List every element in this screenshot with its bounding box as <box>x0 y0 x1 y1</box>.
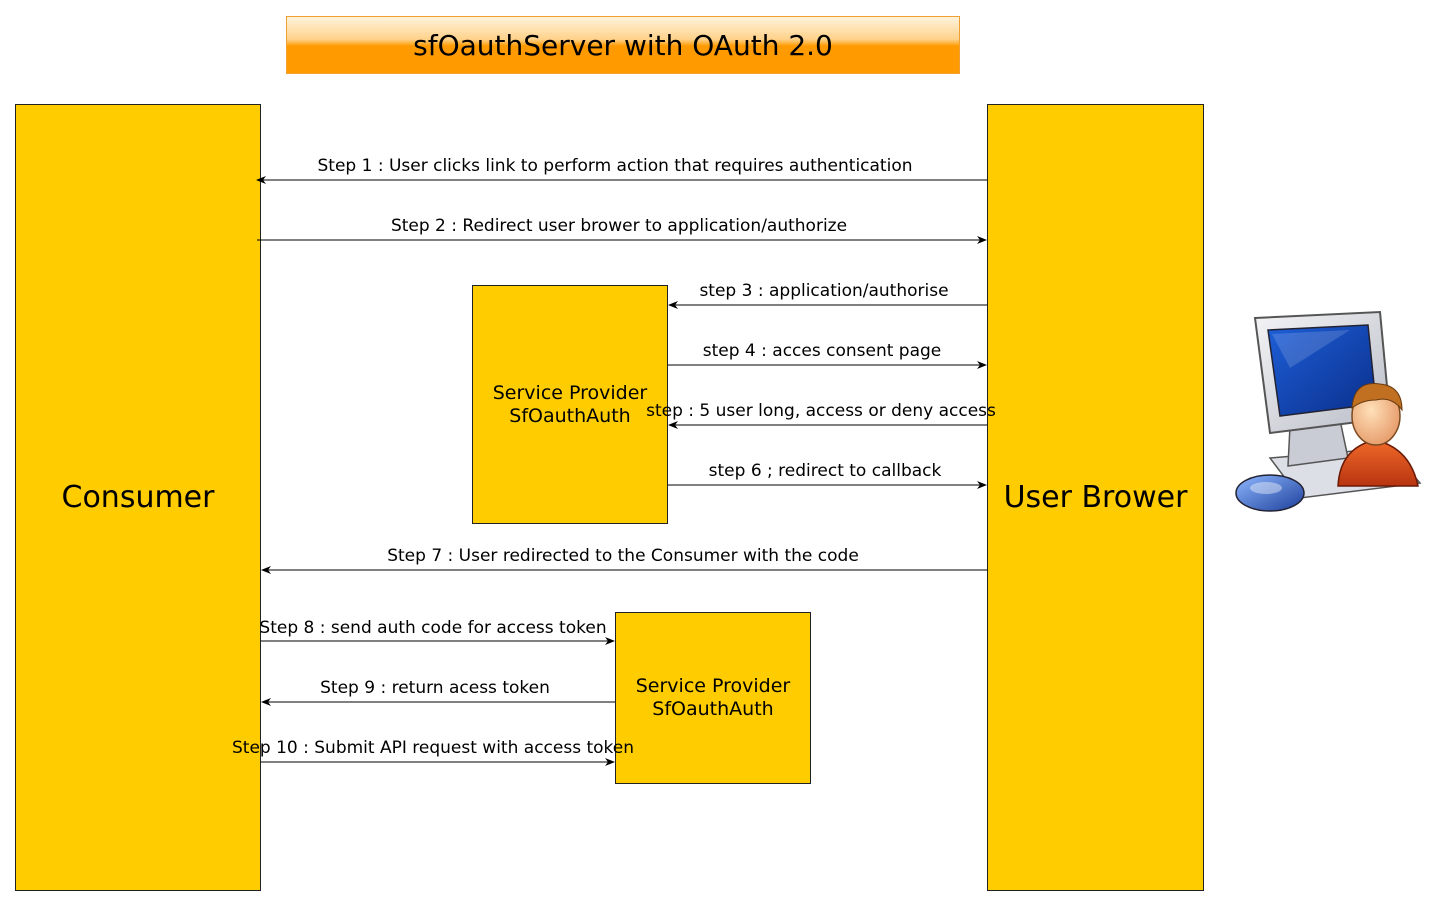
step-4-label: step 4 : acces consent page <box>702 341 942 361</box>
consumer-label: Consumer <box>61 480 215 515</box>
consumer-lane: Consumer <box>15 104 261 891</box>
step-2-label: Step 2 : Redirect user brower to applica… <box>390 216 848 236</box>
step-10-label: Step 10 : Submit API request with access… <box>231 738 635 758</box>
service-provider-box-1: Service Provider SfOauthAuth <box>472 285 668 524</box>
user-at-computer-icon <box>1235 310 1422 512</box>
step-8-label: Step 8 : send auth code for access token <box>259 618 607 638</box>
service-provider-box-2: Service Provider SfOauthAuth <box>615 612 811 784</box>
user-browser-label: User Brower <box>1003 480 1188 515</box>
sp1-label-line1: Service Provider <box>492 381 648 404</box>
step-7-label: Step 7 : User redirected to the Consumer… <box>387 546 859 566</box>
sp2-label-line1: Service Provider <box>635 675 791 697</box>
sp1-label-line2: SfOauthAuth <box>509 404 631 427</box>
sp2-label-line2: SfOauthAuth <box>652 698 774 720</box>
step-9-label: Step 9 : return acess token <box>320 678 550 698</box>
step-5-label: step : 5 user long, access or deny acces… <box>646 401 996 421</box>
step-1-label: Step 1 : User clicks link to perform act… <box>317 156 913 176</box>
step-6-label: step 6 ; redirect to callback <box>708 461 942 481</box>
step-3-label: step 3 : application/authorise <box>699 281 949 301</box>
diagram-title: sfOauthServer with OAuth 2.0 <box>286 16 960 74</box>
user-browser-lane: User Brower <box>987 104 1204 891</box>
